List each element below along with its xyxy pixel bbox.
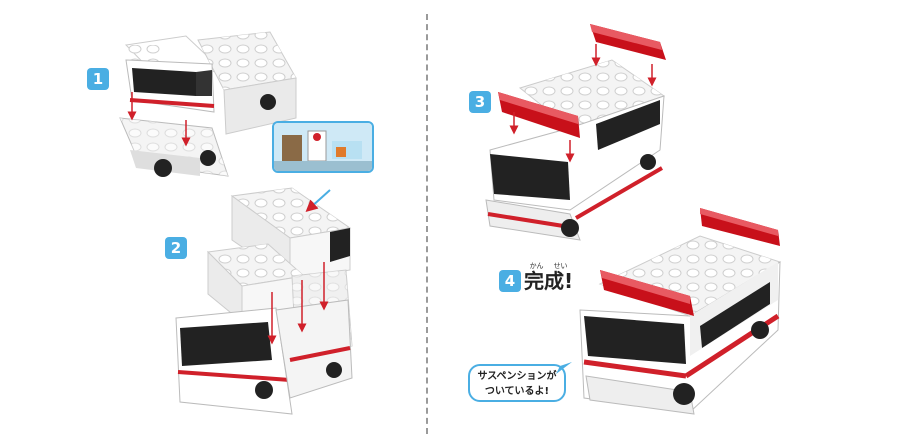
light-bar-roof-front (600, 270, 694, 316)
completion-heading: 4 かん せい 完成! (499, 262, 573, 292)
furigana-sei: せい (553, 262, 568, 270)
step-number-badge: 4 (499, 270, 521, 292)
furigana-kan: かん (529, 262, 544, 270)
step4-ambulance-illustration (579, 208, 782, 415)
completion-word: 完成! (524, 269, 574, 293)
step-number-badge: 2 (165, 237, 187, 259)
speech-bubble: サスペンションが ついているよ! (468, 364, 566, 402)
furigana: かん せい (530, 262, 568, 270)
light-bar-top (590, 24, 666, 60)
section-divider (426, 14, 428, 434)
step3-ambulance-illustration (485, 24, 666, 241)
light-bar-roof-rear (700, 208, 780, 246)
speech-bubble-line1: サスペンションが (477, 371, 557, 382)
completion-text: かん せい 完成! (524, 262, 573, 292)
step-number-badge: 1 (87, 68, 109, 90)
step2-ambulance-illustration (175, 187, 353, 415)
speech-bubble-line2: ついているよ! (484, 386, 550, 397)
speech-bubble-tail (556, 362, 572, 374)
light-bar-front (498, 92, 580, 138)
step-number-badge: 3 (469, 91, 491, 113)
interior-detail-image (272, 121, 374, 173)
ambulance-interior-illustration (274, 123, 372, 171)
step1-ambulance-illustration (119, 31, 297, 177)
